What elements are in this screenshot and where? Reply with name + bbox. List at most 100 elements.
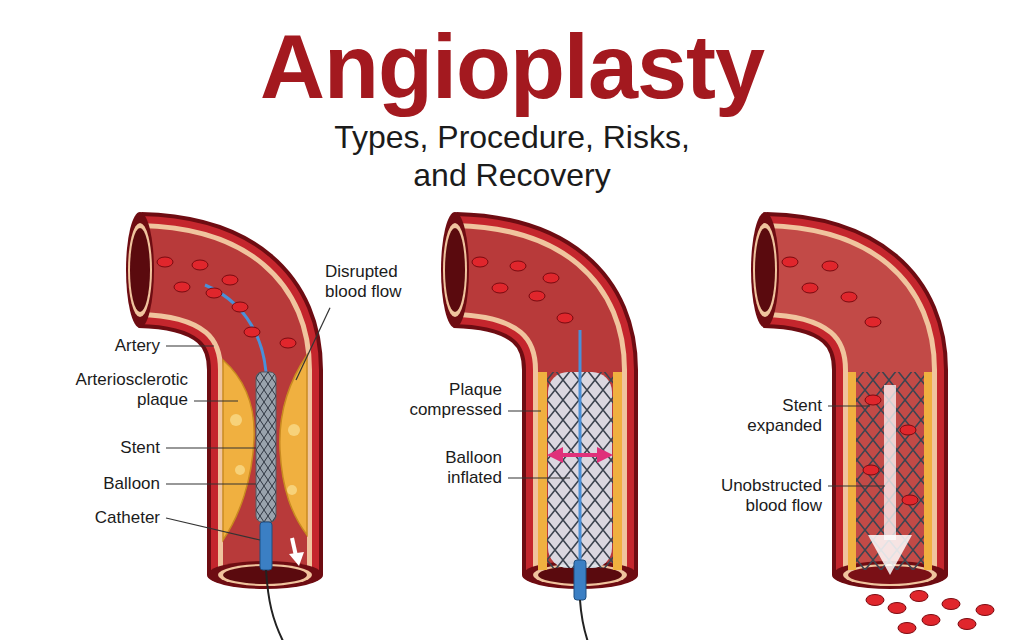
blood-cell bbox=[942, 599, 960, 610]
blood-cell bbox=[492, 283, 508, 293]
leader-line bbox=[508, 477, 570, 478]
title-holder: Angioplasty bbox=[0, 22, 1024, 112]
plaque-texture bbox=[288, 424, 300, 436]
artery-opening bbox=[755, 228, 775, 312]
catheter bbox=[260, 522, 272, 570]
label-holder: Artery bbox=[60, 336, 160, 356]
leader-line bbox=[166, 345, 214, 346]
blood-cells bbox=[782, 257, 994, 634]
blood-cells bbox=[157, 257, 296, 348]
blood-cell bbox=[157, 257, 173, 267]
balloon bbox=[256, 372, 276, 522]
part-label: Artery bbox=[60, 336, 160, 356]
artery-opening bbox=[126, 212, 154, 328]
blood-cell bbox=[802, 283, 818, 293]
blood-cell bbox=[841, 292, 857, 302]
blood-cell bbox=[888, 603, 906, 614]
flow-arrow bbox=[884, 385, 896, 540]
artery-wall bbox=[140, 270, 265, 575]
blood-cell bbox=[898, 623, 916, 634]
blood-cells bbox=[472, 257, 573, 323]
label-holder: Stent expanded bbox=[737, 396, 822, 437]
plaque-texture bbox=[235, 465, 245, 475]
blood-cell bbox=[902, 495, 918, 505]
blood-cell bbox=[922, 615, 940, 626]
plaque-compressed bbox=[924, 372, 932, 570]
catheter-wire bbox=[580, 600, 589, 640]
artery-intima bbox=[140, 270, 265, 575]
guidewire bbox=[579, 330, 582, 560]
blood-cell bbox=[206, 288, 222, 298]
plaque-compressed bbox=[613, 372, 622, 570]
leader-lines bbox=[166, 308, 885, 540]
leader-line bbox=[828, 485, 885, 486]
plaque-compressed bbox=[538, 372, 547, 570]
part-label: Balloon inflated bbox=[422, 448, 502, 489]
artery-opening bbox=[445, 228, 465, 312]
label-holder: Plaque compressed bbox=[402, 380, 502, 421]
guidewire bbox=[205, 285, 266, 372]
blood-cell bbox=[472, 257, 488, 267]
leader-line bbox=[166, 447, 256, 448]
blood-cell bbox=[958, 619, 976, 630]
part-label: Plaque compressed bbox=[402, 380, 502, 421]
artery-lumen bbox=[140, 270, 265, 575]
blood-cell bbox=[510, 261, 526, 271]
part-label: Arteriosclerotic plaque bbox=[38, 370, 188, 411]
blood-cell bbox=[232, 302, 248, 312]
part-label: Disrupted blood flow bbox=[325, 262, 425, 303]
stent-crimped bbox=[256, 372, 276, 522]
part-label: Unobstructed blood flow bbox=[704, 476, 822, 517]
blood-cell bbox=[900, 425, 916, 435]
leader-line bbox=[508, 410, 541, 411]
blood-cell bbox=[822, 261, 838, 271]
flow-arrow bbox=[868, 535, 912, 575]
blood-cell bbox=[866, 595, 884, 606]
part-label: Catheter bbox=[60, 508, 160, 528]
part-label: Stent expanded bbox=[737, 396, 822, 437]
label-holder: Unobstructed blood flow bbox=[704, 476, 822, 517]
label-holder: Balloon bbox=[60, 474, 160, 494]
blood-cell bbox=[863, 465, 879, 475]
plaque bbox=[223, 360, 254, 540]
artery-opening bbox=[130, 228, 150, 312]
label-holder: Balloon inflated bbox=[422, 448, 502, 489]
blood-cell bbox=[192, 260, 208, 270]
leader-line bbox=[828, 405, 870, 406]
artery-panel-blocked bbox=[126, 212, 323, 640]
label-holder: Disrupted blood flow bbox=[325, 262, 425, 303]
blood-cell bbox=[174, 282, 190, 292]
part-label: Stent bbox=[60, 438, 160, 458]
blood-cell bbox=[557, 313, 573, 323]
diagram-title: Angioplasty bbox=[0, 22, 1024, 112]
blood-cell bbox=[976, 605, 994, 616]
label-holder: Arteriosclerotic plaque bbox=[38, 370, 188, 411]
leader-line bbox=[166, 483, 256, 484]
plaque-texture bbox=[230, 414, 242, 426]
label-holder: Stent bbox=[60, 438, 160, 458]
leader-line bbox=[166, 518, 260, 540]
artery-panel-inflating bbox=[441, 212, 638, 640]
diagram-caption: Types, Procedure, Risks, and Recovery bbox=[317, 118, 707, 194]
blood-cell bbox=[222, 275, 238, 285]
blood-cell bbox=[865, 317, 881, 327]
blood-cell bbox=[543, 273, 559, 283]
blood-cell bbox=[865, 395, 881, 405]
catheter-wire bbox=[266, 570, 285, 640]
blood-cell bbox=[910, 591, 928, 602]
leader-line bbox=[194, 400, 238, 401]
flow-arrow bbox=[289, 552, 304, 566]
part-label: Balloon bbox=[60, 474, 160, 494]
artery-wall bbox=[140, 270, 265, 575]
blood-cell bbox=[529, 291, 545, 301]
blood-cell bbox=[244, 327, 260, 337]
artery-opening bbox=[443, 223, 467, 317]
artery-opening bbox=[441, 212, 469, 328]
leader-line bbox=[296, 308, 330, 380]
artery-opening bbox=[753, 223, 777, 317]
plaque-compressed bbox=[848, 372, 856, 570]
catheter bbox=[574, 560, 586, 600]
artery-opening bbox=[751, 212, 779, 328]
label-holder: Catheter bbox=[60, 508, 160, 528]
